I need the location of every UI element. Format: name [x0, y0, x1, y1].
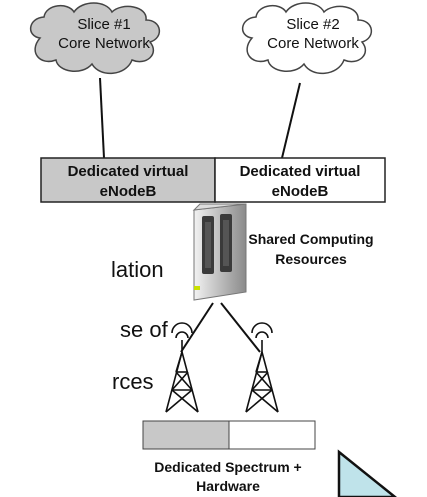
computing-label-line-2: Resources: [275, 251, 347, 267]
background-text-line-2: se of: [120, 317, 169, 342]
enb2-box: Dedicated virtual eNodeB: [214, 157, 386, 203]
slice2-cloud: Slice #2 Core Network: [242, 2, 372, 74]
status-led-icon: [194, 286, 200, 290]
corner-triangle-icon: [337, 449, 397, 497]
server-to-tower1-link: [180, 302, 214, 353]
cloud-icon: [242, 2, 372, 74]
server-to-tower2-link: [220, 302, 261, 353]
enb1-label-line-1: Dedicated virtual: [68, 163, 189, 180]
enb1-box-rect: [40, 157, 216, 203]
slice1-subtitle: Core Network: [58, 35, 150, 52]
enb2-label-line-2: eNodeB: [272, 183, 329, 200]
slice2-title: Slice #2: [286, 16, 339, 33]
enb2-box-rect: [214, 157, 386, 203]
spectrum-label-line-2: Hardware: [196, 478, 260, 494]
antenna-tower-icon: [165, 322, 199, 413]
background-text-line-3: rces: [112, 369, 154, 394]
spectrum-slice2-segment: [228, 420, 316, 450]
enb1-label-line-2: eNodeB: [100, 183, 157, 200]
spectrum-slice1-segment: [142, 420, 230, 450]
slice2-to-enb2-link: [281, 82, 301, 159]
cloud-icon: [30, 2, 160, 74]
enb2-label-line-1: Dedicated virtual: [240, 163, 361, 180]
connection-lines: [99, 77, 301, 353]
slice2-subtitle: Core Network: [267, 35, 359, 52]
slice1-to-enb1-link: [99, 77, 105, 159]
slice1-cloud: Slice #1 Core Network: [30, 2, 160, 74]
spectrum-label-line-1: Dedicated Spectrum +: [154, 459, 301, 475]
spectrum-bar: [142, 420, 316, 450]
server-icon: [192, 203, 247, 301]
slice1-title: Slice #1: [77, 16, 130, 33]
antenna-tower-icon: [245, 322, 279, 413]
background-text-line-1: lation: [111, 257, 164, 282]
enb1-box: Dedicated virtual eNodeB: [40, 157, 216, 203]
computing-label-line-1: Shared Computing: [248, 231, 373, 247]
